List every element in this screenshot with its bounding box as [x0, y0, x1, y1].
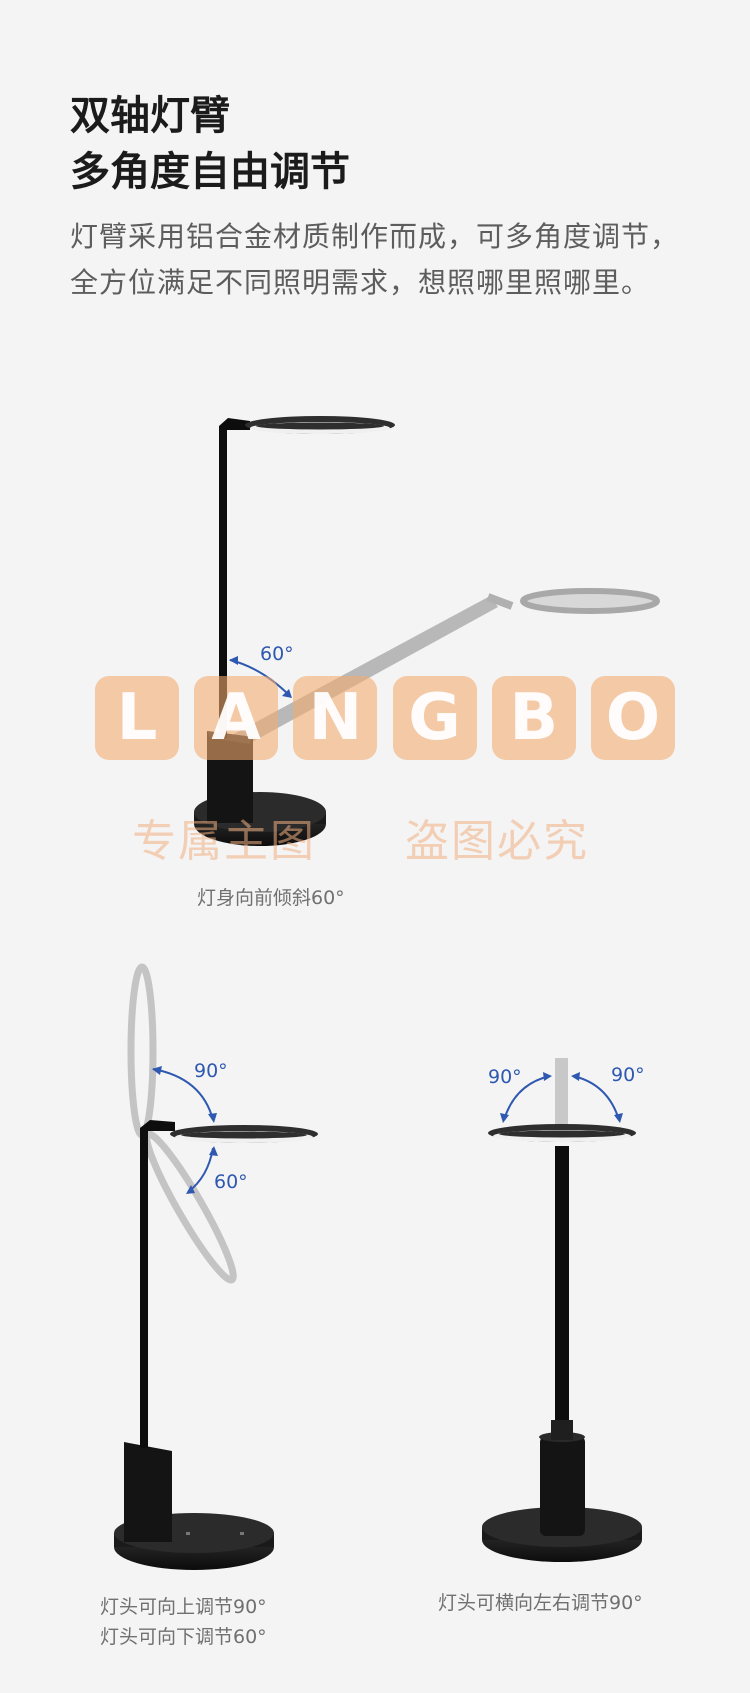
description-text: 灯臂采用铝合金材质制作而成，可多角度调节，全方位满足不同照明需求，想照哪里照哪里… — [70, 220, 680, 299]
watermark-letter: B — [491, 676, 576, 760]
watermark-letter: O — [590, 676, 675, 760]
figure3-right-angle-label: 90° — [611, 1064, 645, 1086]
watermark-letter: N — [293, 676, 378, 760]
figure2-caption-line-2: 灯头可向下调节60° — [100, 1626, 267, 1648]
figure2-down-angle-label: 60° — [214, 1171, 248, 1193]
watermark-letter: L — [95, 676, 179, 760]
lamp-figure-tilt-forward: 60° — [194, 416, 660, 846]
heading-line-2: 多角度自由调节 — [70, 149, 350, 195]
figure1-caption: 灯身向前倾斜60° — [197, 887, 345, 909]
watermark-letter: G — [392, 676, 477, 760]
lamp-figure-head-horizontal: 90° 90° — [482, 1058, 645, 1562]
heading-line-1: 双轴灯臂 — [70, 93, 230, 139]
section-heading: 双轴灯臂 多角度自由调节 — [70, 88, 350, 200]
figure2-up-angle-label: 90° — [194, 1060, 228, 1082]
watermark-letter: A — [194, 676, 279, 760]
lamp-figure-head-vertical: 90° 60° — [114, 963, 318, 1570]
figure2-caption-line-1: 灯头可向上调节90° — [100, 1596, 267, 1618]
watermark-right-text: 盗图必究 — [405, 816, 589, 867]
figure1-angle-label: 60° — [260, 643, 294, 665]
figure2-caption: 灯头可向上调节90° 灯头可向下调节60° — [100, 1592, 267, 1652]
watermark-left-text: 专属主图 — [132, 816, 316, 867]
figure3-left-angle-label: 90° — [488, 1066, 522, 1088]
langbo-watermark: L A N G B O — [95, 676, 675, 760]
figure3-caption: 灯头可横向左右调节90° — [438, 1592, 643, 1614]
